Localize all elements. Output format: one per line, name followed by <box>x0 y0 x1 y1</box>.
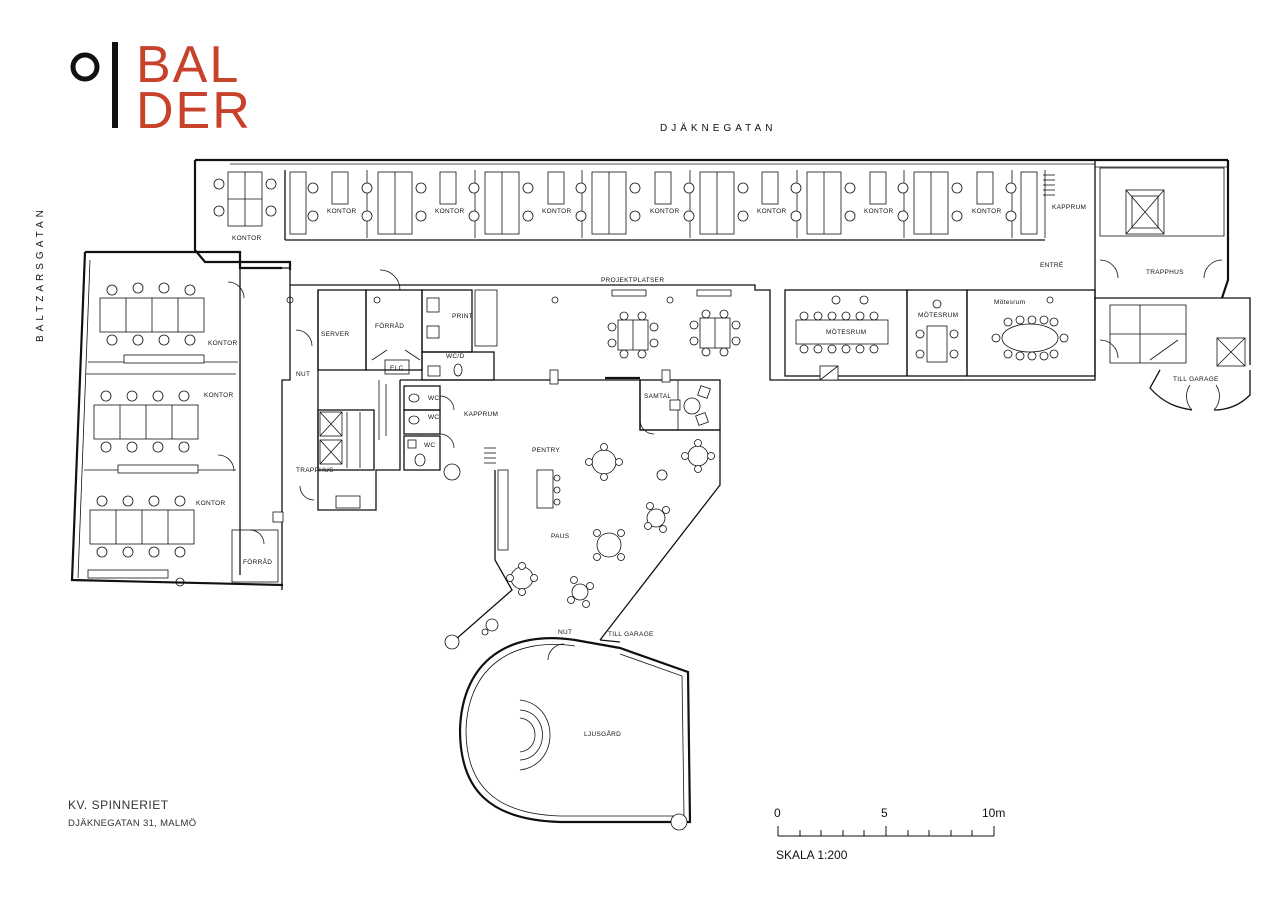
footer-block: KV. SPINNERIET DJÄKNEGATAN 31, MALMÖ <box>68 798 196 829</box>
footer-title: KV. SPINNERIET <box>68 798 169 812</box>
room-label-forrad-west: FÖRRÅD <box>243 557 272 566</box>
room-label-wc-3: WC <box>424 442 435 449</box>
desk-bay-5 <box>654 171 749 235</box>
east-entry-area: KAPPRUM ENTRÉ TRAPPHUS TILL GARAGE <box>1040 167 1251 411</box>
desk-bay-2 <box>289 171 427 235</box>
footer-address: DJÄKNEGATAN 31, MALMÖ <box>68 818 196 829</box>
room-label-motesrum-2: MÖTESRUM <box>918 311 958 319</box>
desk-bay-7 <box>869 171 963 235</box>
room-label-kontor-7: KONTOR <box>864 208 894 215</box>
room-label-till-garage-south: TILL GARAGE <box>608 631 654 638</box>
room-label-kontor-5: KONTOR <box>650 208 680 215</box>
room-label-wc-2: WC <box>428 414 439 421</box>
logo-line1: BAL <box>136 36 240 94</box>
room-label-kontor-6: KONTOR <box>757 208 787 215</box>
room-label-server: SERVER <box>321 331 349 338</box>
logo-line2: DER <box>136 82 252 140</box>
room-label-elc: ELC <box>390 365 404 372</box>
room-label-kontor-1: KONTOR <box>232 235 262 242</box>
outer-walls <box>70 158 1251 643</box>
room-label-kontor-8: KONTOR <box>972 208 1002 215</box>
room-label-ljusgard: LJUSGÅRD <box>584 729 621 738</box>
room-label-till-garage-east: TILL GARAGE <box>1173 376 1219 383</box>
room-label-wcd: WC/D <box>446 353 465 360</box>
room-label-samtal: SAMTAL <box>644 393 671 400</box>
desk-bay-4 <box>547 171 641 235</box>
room-label-trapphus-west: TRAPPHUS <box>296 467 334 474</box>
service-core: SERVER FÖRRÅD ELC PRINT WC/D WC WC WC KA… <box>295 269 498 509</box>
room-label-kapprum-core: KAPPRUM <box>464 411 498 418</box>
room-label-print: PRINT <box>452 313 473 320</box>
room-label-pentry: PENTRY <box>532 447 560 454</box>
room-label-forrad-core: FÖRRÅD <box>375 321 404 330</box>
room-label-kontor-w2: KONTOR <box>204 392 234 399</box>
room-label-kontor-w1: KONTOR <box>208 340 238 347</box>
logo-circle-mark <box>70 52 100 82</box>
room-label-projektplatser: PROJEKTPLATSER <box>601 277 664 284</box>
north-office-row: KONTOR KONTOR KONTOR KONTOR KONTOR KONTO… <box>213 170 1045 242</box>
street-west: BALTZARSGATAN <box>35 206 46 342</box>
scale-label: SKALA 1:200 <box>776 848 848 862</box>
balder-logo: BAL DER <box>70 36 252 140</box>
room-label-entre: ENTRÉ <box>1040 260 1064 269</box>
scale-tick-0: 0 <box>774 806 781 820</box>
room-label-wc-1: WC <box>428 395 439 402</box>
projektplatser-area: PROJEKTPLATSER <box>286 277 741 359</box>
room-label-kontor-2: KONTOR <box>327 208 357 215</box>
ljusgard-area: LJUSGÅRD <box>443 463 692 831</box>
room-label-motesrum-3: Mötesrum <box>994 299 1025 306</box>
room-label-kontor-3: KONTOR <box>435 208 465 215</box>
desk-bay-1 <box>213 171 277 227</box>
room-label-motesrum-1: MÖTESRUM <box>826 328 866 336</box>
pentry-paus-area: SAMTAL PENTRY PAUS NUT TILL GARAGE <box>481 369 721 661</box>
west-wing: KONTOR KONTOR KONTOR FÖRRÅD <box>84 268 284 587</box>
room-label-kontor-w3: KONTOR <box>196 500 226 507</box>
desk-bay-6 <box>761 171 856 235</box>
logo-divider <box>112 42 118 128</box>
room-label-kapprum-east: KAPPRUM <box>1052 204 1086 211</box>
room-label-nut-west: NUT <box>296 371 310 378</box>
scale-bar: 0 5 10m SKALA 1:200 <box>774 806 1005 862</box>
desk-bay-3 <box>439 171 534 235</box>
desk-bay-8 <box>976 171 1038 235</box>
room-label-paus: PAUS <box>551 533 570 540</box>
meeting-rooms: MÖTESRUM MÖTESRUM Mötesrum <box>784 289 1096 381</box>
room-label-nut-south: NUT <box>558 629 572 636</box>
scale-tick-10: 10m <box>982 806 1005 820</box>
scale-tick-5: 5 <box>881 806 888 820</box>
room-label-trapphus-east: TRAPPHUS <box>1146 269 1184 276</box>
room-label-kontor-4: KONTOR <box>542 208 572 215</box>
street-north: DJÄKNEGATAN <box>660 122 776 134</box>
